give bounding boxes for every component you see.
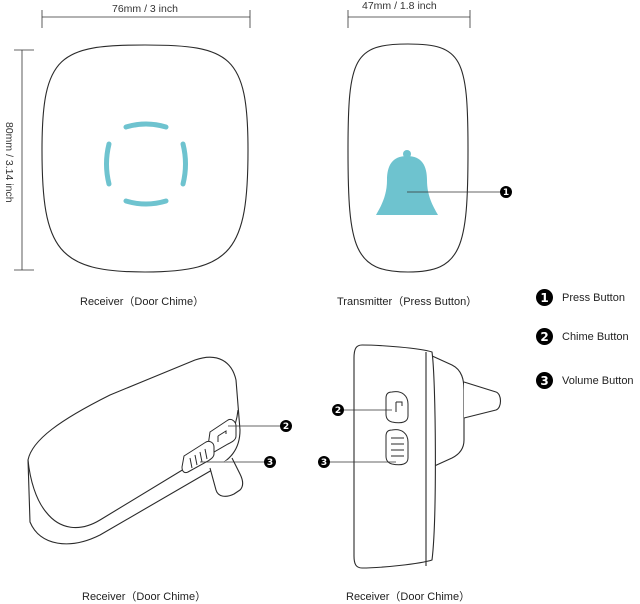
receiver-light-ring-icon — [104, 121, 188, 207]
transmitter-width-label: 47mm / 1.8 inch — [362, 0, 437, 12]
right-volume-callout-number: 3 — [321, 458, 327, 468]
receiver-perspective-left — [27, 356, 244, 545]
legend-number: 1 — [536, 289, 553, 306]
left-volume-button — [181, 440, 215, 474]
bell-callout-marker — [500, 186, 512, 198]
legend-number: 2 — [536, 328, 553, 345]
legend-label: Chime Button — [562, 330, 629, 343]
right-chime-callout-number: 2 — [335, 406, 341, 416]
receiver-top-caption: Receiver（Door Chime） — [80, 296, 205, 308]
receiver-width-dimension — [41, 10, 251, 28]
transmitter-width-dimension — [347, 10, 471, 28]
left-chime-callout-marker — [280, 420, 292, 432]
right-volume-callout-marker — [318, 456, 330, 468]
left-chime-callout-number: 2 — [283, 422, 289, 432]
bell-callout-number: 1 — [503, 188, 509, 198]
receiver-bottom-right-caption: Receiver（Door Chime） — [346, 591, 471, 603]
legend-label: Volume Button — [562, 374, 634, 387]
receiver-width-label: 76mm / 3 inch — [112, 3, 178, 15]
legend-item-volume-button: 3 Volume Button — [536, 372, 634, 389]
bell-icon — [376, 150, 438, 215]
right-volume-button — [385, 429, 409, 466]
legend-number: 3 — [536, 372, 553, 389]
receiver-height-dimension — [14, 49, 34, 271]
receiver-front-outline — [41, 44, 249, 273]
right-chime-button — [385, 391, 409, 424]
legend-item-press-button: 1 Press Button — [536, 289, 625, 306]
receiver-bottom-left-caption: Receiver（Door Chime） — [82, 591, 207, 603]
transmitter-caption: Transmitter（Press Button） — [337, 296, 478, 308]
legend-label: Press Button — [562, 291, 625, 304]
legend-item-chime-button: 2 Chime Button — [536, 328, 629, 345]
receiver-height-label: 80mm / 3.14 inch — [3, 122, 15, 203]
left-volume-callout-marker — [264, 456, 276, 468]
left-volume-callout-number: 3 — [267, 458, 273, 468]
receiver-side-view — [353, 344, 502, 569]
right-chime-callout-marker — [332, 404, 344, 416]
